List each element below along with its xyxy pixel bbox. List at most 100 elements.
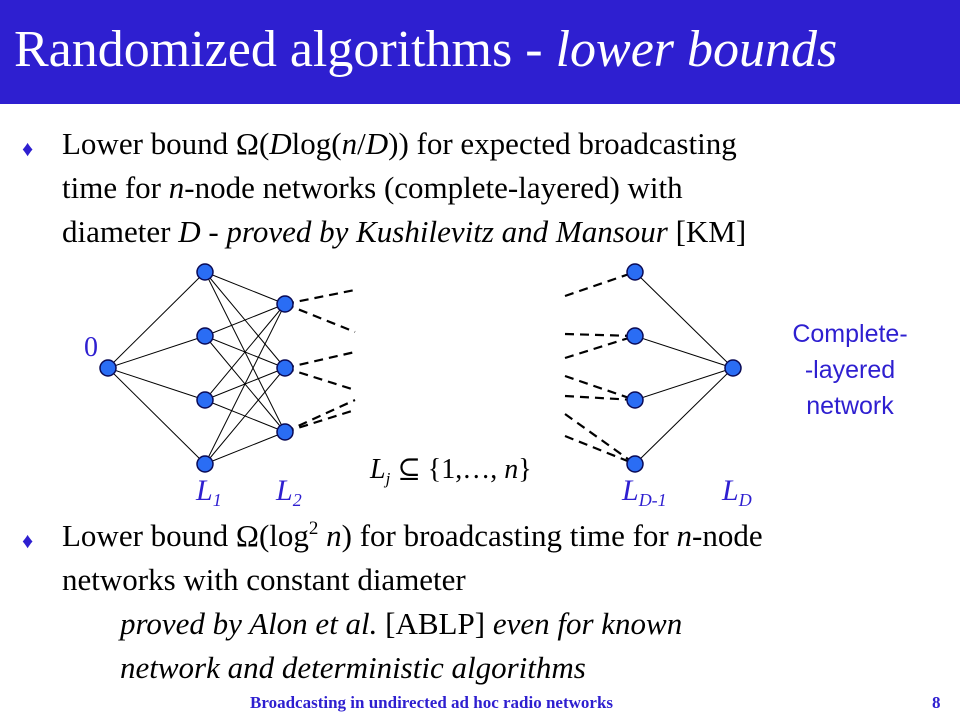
text: n: [168, 170, 185, 205]
text: L: [276, 474, 293, 507]
dashed-edge: [564, 394, 636, 402]
text: D: [738, 490, 752, 510]
layer-label-ld1: LD-1: [622, 474, 667, 510]
node: [276, 295, 294, 313]
node: [276, 423, 294, 441]
edge: [107, 335, 206, 369]
bullet1-line2: time for n-node networks (complete-layer…: [62, 166, 683, 210]
text: L: [370, 454, 386, 485]
text: Lower bound: [62, 518, 236, 553]
page-number: 8: [932, 693, 941, 712]
text: even for known: [492, 606, 683, 641]
title-bar: [0, 0, 960, 104]
text: Ω(: [235, 126, 270, 161]
text: log(: [291, 126, 342, 161]
text: -node networks (complete-layered) with: [184, 170, 683, 205]
caption-line: Complete-: [792, 320, 908, 348]
dashed-edges: [284, 270, 636, 466]
node: [626, 263, 644, 281]
bullet2-line3: proved by Alon et al. [ABLP] even for kn…: [120, 602, 682, 646]
caption-line: network: [806, 392, 894, 420]
layer-label-l2: L2: [276, 474, 302, 510]
text: )): [388, 126, 409, 161]
footer-text: Broadcasting in undirected ad hoc radio …: [250, 693, 614, 712]
network-nodes: [99, 263, 742, 473]
edge: [204, 303, 286, 401]
text: /: [357, 126, 366, 161]
text: D-1: [638, 490, 667, 510]
dashed-edge: [564, 332, 636, 338]
edge: [204, 367, 286, 465]
edge: [107, 367, 206, 401]
node: [626, 327, 644, 345]
text: for expected broadcasting: [408, 126, 737, 161]
text: ) for broadcasting time for: [341, 518, 677, 553]
dashed-edge: [284, 366, 356, 392]
node: [196, 391, 214, 409]
bullet2-line1: Lower bound Ω(log2 n) for broadcasting t…: [62, 514, 763, 558]
caption-line: -layered: [804, 356, 896, 384]
text: }: [518, 454, 532, 485]
network-caption: Complete- -layered network: [770, 316, 930, 424]
text: ⊆ {1,…,: [390, 454, 505, 485]
slide-title: Randomized algorithms - lower bounds: [14, 20, 837, 80]
text: n: [504, 454, 519, 485]
text: Lower bound: [62, 126, 236, 161]
text: L: [622, 474, 639, 507]
edge: [204, 271, 286, 305]
text: n: [318, 518, 342, 553]
edge: [204, 303, 286, 337]
layer-label-l1: L1: [196, 474, 222, 510]
node: [626, 391, 644, 409]
text: diameter: [62, 214, 179, 249]
text: 2: [308, 518, 319, 539]
edge: [634, 367, 734, 401]
node: [196, 263, 214, 281]
edge: [107, 367, 206, 465]
edge: [634, 335, 734, 369]
text: time for: [62, 170, 169, 205]
dashed-edge: [564, 270, 636, 298]
node-source: [99, 359, 117, 377]
dashed-edge: [284, 408, 356, 434]
text: L: [722, 474, 739, 507]
text: L: [196, 474, 213, 507]
edge: [634, 367, 734, 465]
layer-subset-formula: Lj ⊆ {1,…, n}: [370, 452, 532, 489]
bullet2-line4: network and deterministic algorithms: [120, 650, 586, 685]
layer-label-ld: LD: [722, 474, 752, 510]
bullet1-line3: diameter D - proved by Kushilevitz and M…: [62, 210, 746, 254]
dashed-edge: [564, 374, 636, 402]
bullet-icon: ♦: [22, 528, 34, 553]
edge: [204, 431, 286, 465]
dashed-edge: [564, 334, 636, 360]
network-edges: [107, 271, 734, 465]
text: [KM]: [667, 214, 747, 249]
text: - proved by Kushilevitz and Mansour: [200, 214, 668, 249]
dashed-edge: [564, 413, 636, 465]
bullet2-line2: networks with constant diameter: [62, 562, 466, 597]
text: n: [341, 126, 358, 161]
text: D: [269, 126, 292, 161]
text: -node: [692, 518, 763, 553]
text: [ABLP]: [377, 606, 493, 641]
text: j: [385, 469, 391, 488]
dashed-edge: [284, 302, 356, 334]
text: n: [676, 518, 693, 553]
text: D: [365, 126, 389, 161]
text: D: [178, 214, 201, 249]
node-sink: [724, 359, 742, 377]
text: Ω(log: [235, 518, 309, 553]
title-main: Randomized algorithms -: [14, 21, 556, 78]
bullet-icon: ♦: [22, 136, 34, 161]
node: [276, 359, 294, 377]
text: proved by Alon et al.: [120, 606, 378, 641]
text: 1: [212, 490, 222, 510]
dashed-edge: [284, 288, 356, 306]
title-italic: lower bounds: [555, 21, 838, 78]
node: [196, 455, 214, 473]
dashed-edge: [564, 434, 636, 466]
node: [626, 455, 644, 473]
node: [196, 327, 214, 345]
